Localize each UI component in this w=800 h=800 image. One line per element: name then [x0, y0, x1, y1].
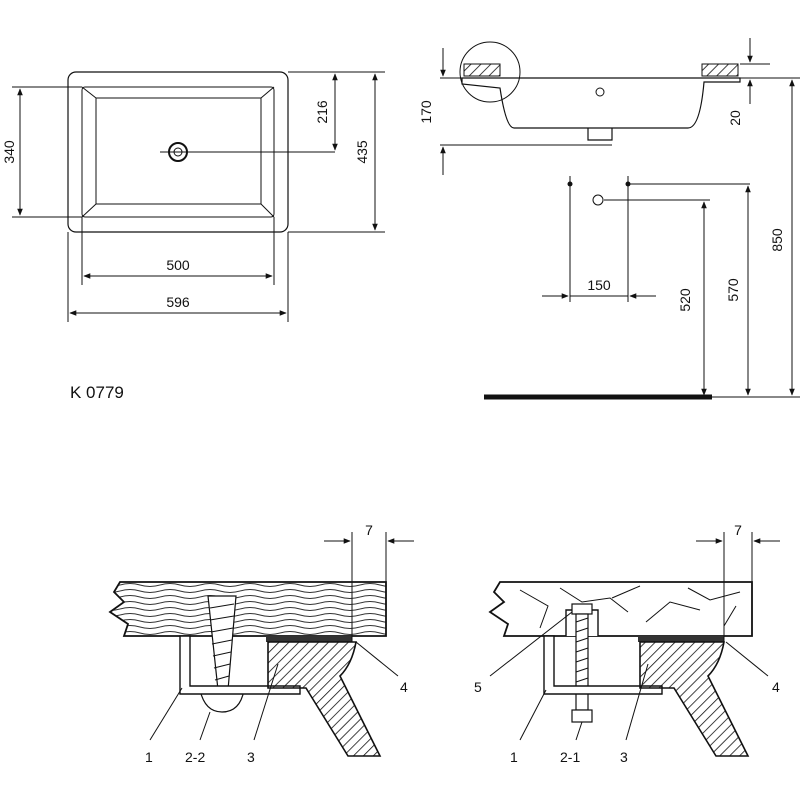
overflow-icon: [595, 87, 605, 97]
dim-h570: 570: [725, 278, 741, 302]
dim-width-outer: 596: [166, 294, 190, 310]
wood-callout-4: 4: [400, 679, 408, 695]
dim-width-inner: 500: [166, 257, 190, 273]
dim-drain-offset: 216: [314, 100, 330, 124]
wood-callout-3: 3: [247, 749, 255, 765]
basin-profile: [461, 77, 741, 129]
stone-callout-3: 3: [620, 749, 628, 765]
basin-rim-section: [267, 641, 382, 757]
top-view: 340 216 435 500 596: [1, 71, 385, 322]
stone-countertop: [488, 581, 753, 637]
mounting-pad-right: [701, 63, 739, 77]
detail-stone-countertop: 7 5 1 2-1 3 4: [474, 522, 780, 765]
nut-icon: [571, 709, 593, 723]
stone-callout-5: 5: [474, 679, 482, 695]
dim-h850: 850: [769, 228, 785, 252]
wood-countertop: [108, 581, 387, 637]
dim-depth-outer: 435: [354, 140, 370, 164]
basin-rim-section-stone: [639, 641, 750, 757]
detail-wood-countertop: 7 1 2-2 3 4: [108, 522, 414, 765]
stone-callout-2: 2-1: [560, 749, 580, 765]
dim-depth-inner: 340: [1, 140, 17, 164]
dim-rim: 20: [727, 110, 743, 126]
detail-wood-gap: 7: [365, 522, 373, 538]
detail-callout-circle: [459, 41, 521, 103]
wood-callout-2: 2-2: [185, 749, 205, 765]
dim-height: 170: [418, 100, 434, 124]
screw-icon: [207, 595, 237, 691]
model-code: K 0779: [70, 383, 124, 402]
detail-stone-gap: 7: [734, 522, 742, 538]
stone-callout-1: 1: [510, 749, 518, 765]
wood-callout-1: 1: [145, 749, 153, 765]
basin-bowl-outline: [95, 97, 262, 205]
dim-tap-offset: 150: [587, 277, 611, 293]
dim-h520: 520: [677, 288, 693, 312]
drain-outlet: [587, 128, 613, 141]
mounting-pad-left: [463, 63, 501, 77]
stone-callout-4: 4: [772, 679, 780, 695]
tap-hole-icon: [592, 194, 604, 206]
side-view: 170 20 150 520 570 850: [418, 38, 800, 400]
